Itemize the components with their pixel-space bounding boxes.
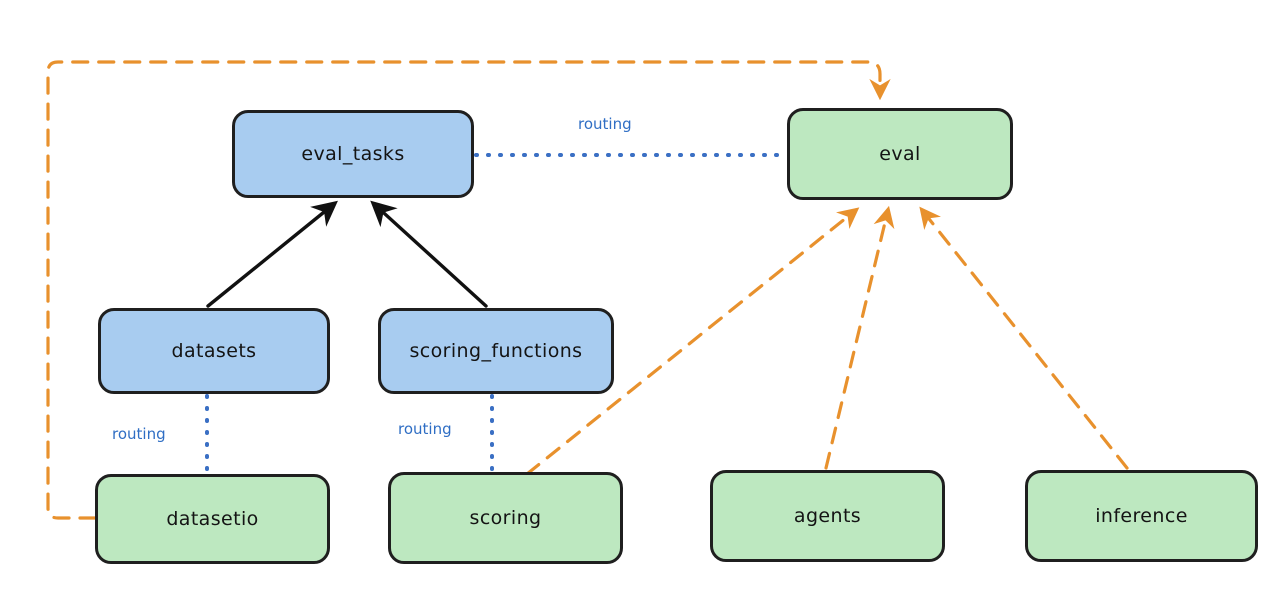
node-inference-label: inference	[1095, 505, 1188, 527]
node-scoring[interactable]: scoring	[388, 472, 623, 564]
edge-agents-eval	[824, 205, 895, 470]
node-eval[interactable]: eval	[787, 108, 1013, 200]
node-agents-label: agents	[793, 505, 862, 527]
node-datasetio[interactable]: datasetio	[95, 474, 330, 564]
node-eval-label: eval	[879, 143, 921, 165]
node-scoring-functions[interactable]: scoring_functions	[378, 308, 614, 394]
node-eval-tasks[interactable]: eval_tasks	[232, 110, 474, 198]
node-eval-tasks-label: eval_tasks	[301, 143, 405, 165]
node-datasets-label: datasets	[171, 340, 257, 362]
edge-label-routing-datasetio: routing	[112, 425, 166, 443]
edge-label-routing-scoring: routing	[398, 420, 452, 438]
edge-datasetio-eval	[46, 60, 891, 520]
node-scoring-functions-label: scoring_functions	[409, 340, 583, 362]
node-scoring-label: scoring	[469, 507, 542, 529]
node-agents[interactable]: agents	[710, 470, 945, 562]
node-datasetio-label: datasetio	[166, 508, 259, 530]
node-inference[interactable]: inference	[1025, 470, 1258, 562]
edge-label-routing-eval: routing	[578, 115, 632, 133]
edge-datasets-eval_tasks	[206, 200, 338, 308]
node-datasets[interactable]: datasets	[98, 308, 330, 394]
edge-scoring-eval	[525, 207, 860, 476]
edge-inference-eval	[919, 206, 1129, 470]
edge-scoring_functions-eval_tasks	[370, 200, 488, 308]
